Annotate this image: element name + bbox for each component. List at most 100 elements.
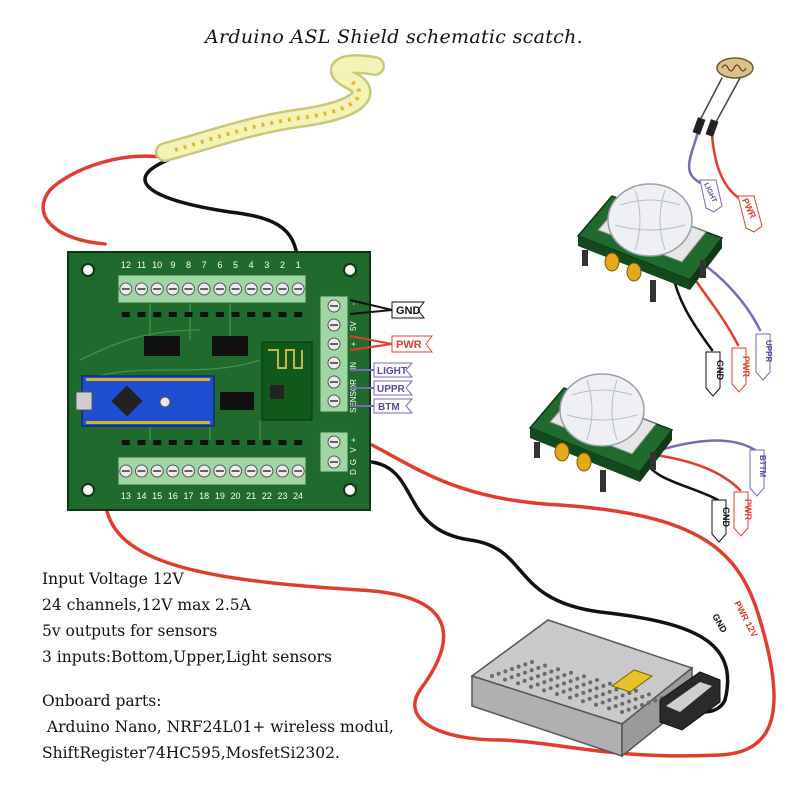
vent-hole — [529, 684, 533, 689]
vent-hole — [503, 677, 507, 682]
mosfet — [247, 312, 256, 317]
nano-reset-button — [159, 396, 171, 408]
vent-hole — [620, 693, 625, 698]
sensor-terminal-label: - — [349, 302, 358, 305]
mosfet — [184, 440, 193, 445]
vent-hole — [569, 670, 573, 675]
mosfet — [215, 440, 224, 445]
note-line: 3 inputs:Bottom,Upper,Light sensors — [42, 648, 332, 666]
vent-hole — [627, 699, 631, 704]
top-pin-label: 7 — [202, 260, 207, 270]
terminal-screw — [260, 282, 274, 296]
top-pin-label: 8 — [186, 260, 191, 270]
vent-hole — [548, 686, 553, 691]
terminal-screw — [213, 282, 227, 296]
shift-register-2 — [212, 336, 248, 356]
vent-hole — [568, 695, 572, 700]
tag-btm-text: BTM — [378, 402, 400, 413]
onboard-title: Onboard parts: — [42, 692, 162, 710]
vent-hole — [588, 680, 593, 685]
mosfet — [121, 440, 130, 445]
mosfet — [153, 312, 162, 317]
mosfet — [137, 312, 146, 317]
vent-hole — [653, 698, 658, 703]
tag-pir1-uppr-text: UPPR — [764, 340, 773, 362]
bottom-pin-label: 17 — [183, 491, 193, 501]
top-terminal-block — [117, 274, 307, 304]
terminal-screw — [229, 282, 242, 296]
mosfet-rows — [121, 312, 303, 445]
shift-register-1 — [144, 336, 180, 356]
pir2-legs — [534, 442, 656, 492]
vent-hole — [549, 677, 553, 682]
mount-hole-tr — [343, 263, 357, 277]
bottom-terminal-screws — [119, 464, 305, 478]
nrf-chip — [270, 385, 284, 399]
nano-mcu — [111, 385, 143, 417]
pir-sensor-bottom — [528, 373, 674, 492]
arduino-nano — [81, 375, 215, 427]
terminal-screw — [119, 282, 133, 296]
ldr-body — [716, 57, 754, 79]
mosfet — [278, 440, 287, 445]
bottom-pin-label: 24 — [293, 491, 303, 501]
mosfet — [215, 312, 224, 317]
tag-ldr-light — [699, 179, 723, 213]
vent-hole — [522, 678, 527, 683]
vent-hole — [542, 671, 547, 676]
mosfet — [168, 312, 177, 317]
mosfet — [294, 440, 303, 445]
pir2-dome — [559, 373, 645, 447]
ldr-connector-right — [705, 119, 719, 137]
ldr-pattern — [721, 64, 747, 72]
note-line: 24 channels,12V max 2.5A — [42, 596, 251, 614]
bottom-pin-label: 16 — [168, 491, 178, 501]
sensor-terminal-screw — [327, 337, 341, 351]
mosfet — [231, 312, 240, 317]
tag-pir2-pwr — [733, 491, 749, 537]
mosfet — [168, 440, 177, 445]
terminal-screw — [182, 282, 195, 296]
terminal-screw — [197, 464, 211, 478]
vent-hole — [516, 672, 521, 677]
tag-pir2-gnd-text: GND — [721, 507, 731, 528]
vent-hole — [562, 681, 566, 686]
vent-hole — [496, 671, 501, 676]
tag-pwr-text: PWR — [396, 339, 422, 351]
top-pin-label: 11 — [137, 260, 146, 270]
psu-terminal-face — [666, 682, 712, 712]
sensor-terminal-screw — [327, 394, 341, 408]
vent-hole — [536, 674, 540, 679]
bottom-pin-label: 18 — [199, 491, 209, 501]
tag-pir2-bttm-text: BTTM — [758, 455, 767, 478]
top-pin-label: 2 — [280, 260, 285, 270]
terminal-screw — [150, 464, 164, 478]
sensor-terminal-screws — [327, 299, 341, 408]
vent-hole — [620, 701, 625, 706]
vent-hole — [594, 686, 599, 691]
vent-hole — [516, 664, 521, 669]
wire-pir2-red — [653, 453, 742, 492]
wire-pir2-purple — [658, 439, 757, 452]
top-pin-label: 1 — [296, 260, 301, 270]
bottom-pin-label: 15 — [152, 491, 162, 501]
tag-pir1-gnd — [705, 351, 721, 397]
specs-notes: Input Voltage 12V 24 channels,12V max 2.… — [42, 566, 394, 766]
tag-pir1-pwr-text: PWR — [741, 356, 751, 377]
terminal-screw — [182, 464, 195, 478]
note-line: Input Voltage 12V — [42, 570, 184, 588]
vent-hole — [542, 680, 547, 685]
pir1-dome — [607, 183, 693, 257]
terminal-screw — [244, 464, 258, 478]
mosfet — [262, 440, 271, 445]
tag-light — [373, 362, 414, 378]
tag-pir1-gnd-text: GND — [715, 360, 725, 381]
vent-hole — [555, 675, 560, 680]
vent-hole — [530, 660, 534, 664]
mosfet — [231, 440, 240, 445]
terminal-screw — [213, 464, 227, 478]
vent-hole — [490, 674, 494, 678]
